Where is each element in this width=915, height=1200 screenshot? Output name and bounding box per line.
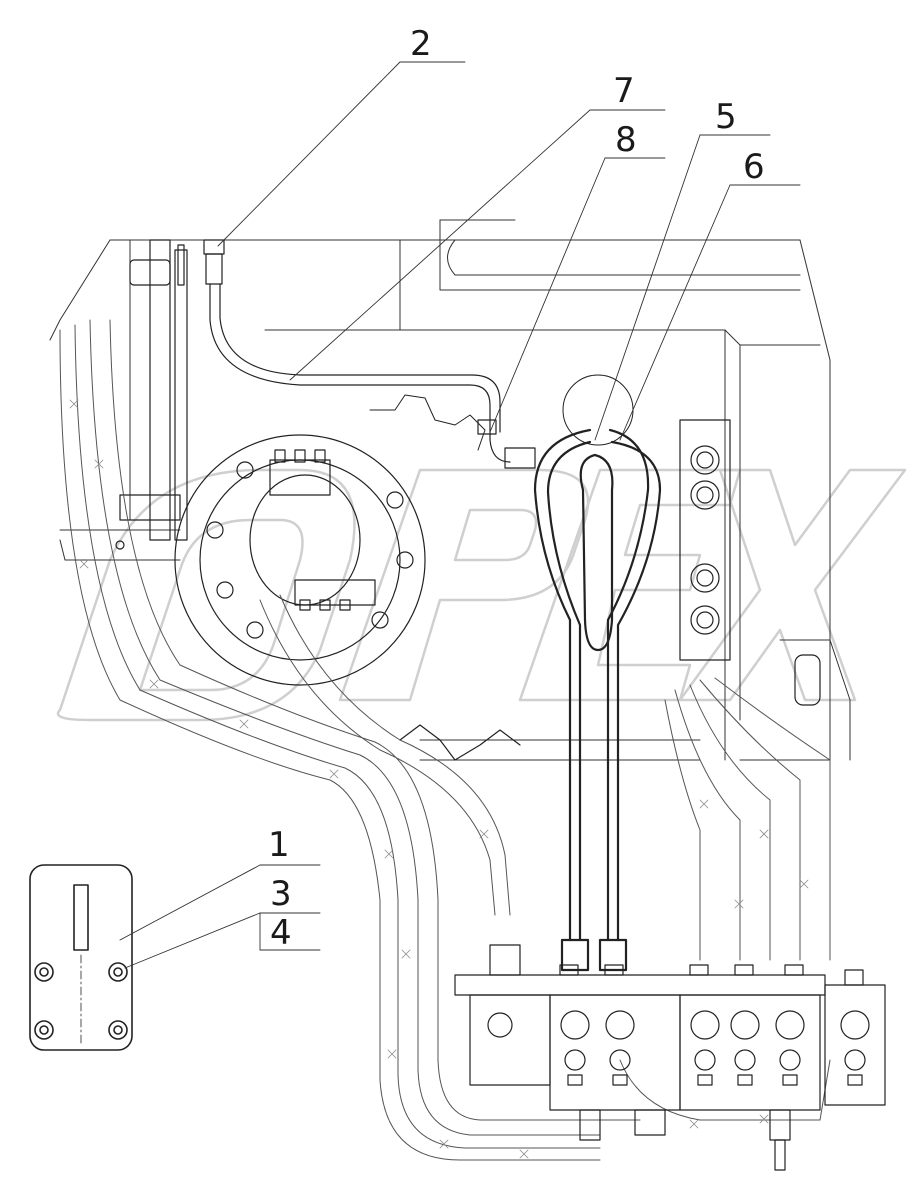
valve-block	[454, 944, 886, 1171]
inset-plate-detail	[29, 864, 133, 1051]
hoses-5-6	[533, 374, 662, 972]
callout-6: 6	[743, 147, 765, 187]
callout-5: 5	[715, 97, 737, 137]
left-vertical-pipe	[115, 239, 188, 550]
motor-block	[269, 449, 376, 611]
callout-4: 4	[270, 913, 292, 953]
drive-gear	[174, 394, 521, 761]
callout-3: 3	[270, 874, 292, 914]
machine-frame	[49, 219, 851, 761]
leader-lines	[119, 61, 801, 969]
watermark-logo	[56, 468, 907, 722]
hose-2	[203, 239, 536, 469]
right-fittings-block	[679, 419, 821, 706]
callout-1: 1	[268, 825, 290, 865]
callout-7: 7	[613, 71, 635, 111]
hose-bundles	[59, 319, 831, 1161]
callout-8: 8	[615, 120, 637, 160]
hose-hatch	[69, 399, 809, 1159]
callout-2: 2	[410, 24, 432, 64]
